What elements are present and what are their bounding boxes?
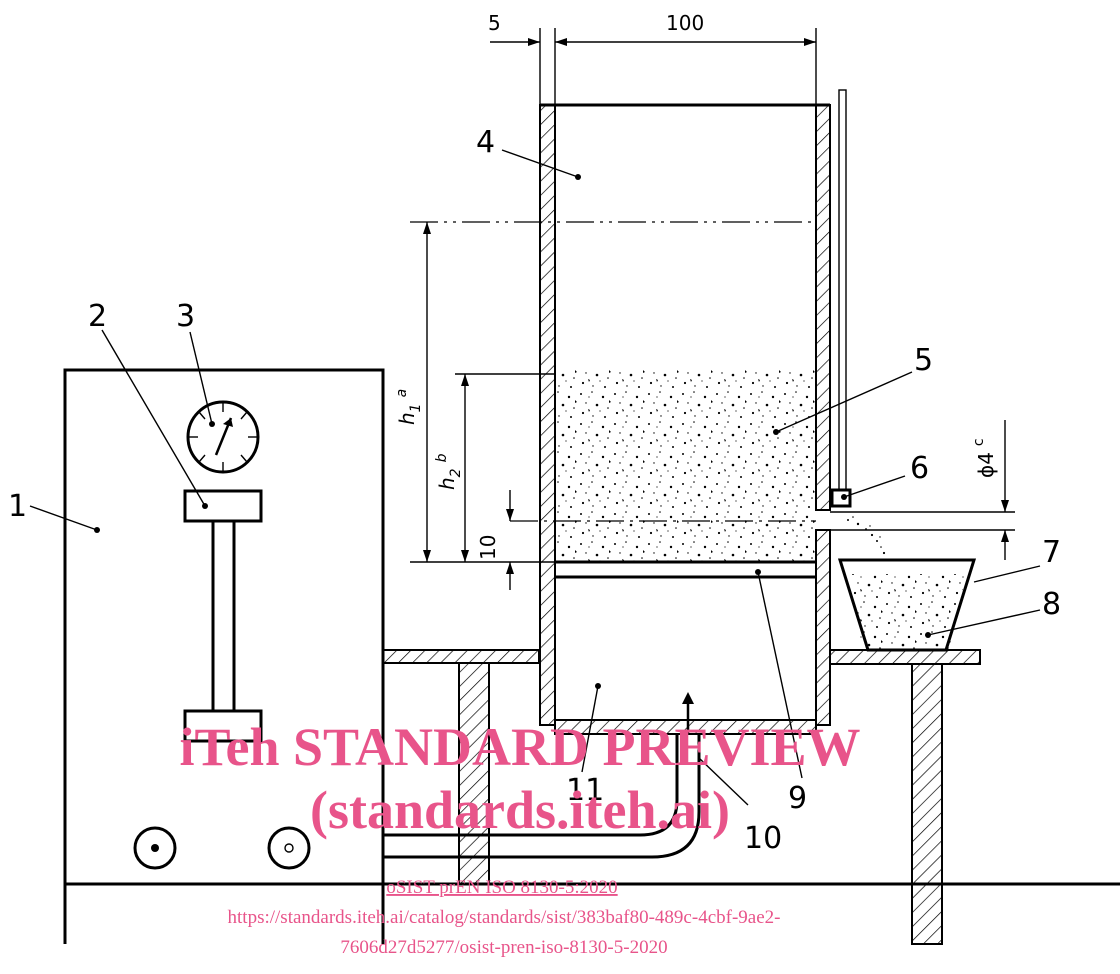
- air-inlet-pipe: [383, 692, 701, 859]
- measuring-scale: [830, 89, 852, 508]
- svg-text:h2b: h2b: [434, 453, 464, 490]
- dim-orifice-label: ϕ4c: [971, 438, 998, 478]
- watermark-url-1[interactable]: https://standards.iteh.ai/catalog/standa…: [228, 907, 781, 928]
- callout-5: 5: [914, 343, 933, 378]
- dimension-lines: [410, 28, 1015, 590]
- callout-7: 7: [1042, 535, 1061, 570]
- callout-9: 9: [788, 781, 807, 816]
- porous-plate: [555, 560, 816, 579]
- watermark-url-2[interactable]: 7606d27d5277/osist-pren-iso-8130-5-2020: [340, 937, 667, 958]
- control-knob-left: [133, 826, 177, 870]
- dim-width-label: 100: [666, 11, 704, 35]
- fluidizing-tube: [539, 103, 831, 735]
- left-support-table: [382, 649, 540, 885]
- leader-lines: [29, 149, 1041, 806]
- dim-bottom-label: 10: [476, 535, 500, 560]
- svg-text:10: 10: [476, 535, 500, 560]
- collecting-cup: [837, 558, 977, 652]
- watermark-subtitle: (standards.iteh.ai): [310, 780, 730, 840]
- svg-text:ϕ4c: ϕ4c: [971, 438, 998, 478]
- watermark-title: iTeh STANDARD PREVIEW: [179, 717, 860, 777]
- callout-11: 11: [566, 773, 604, 808]
- dim-wall-label: 5: [488, 11, 501, 35]
- callout-3: 3: [176, 299, 195, 334]
- watermark-doc-ref[interactable]: oSIST prEN ISO 8130-5:2020: [386, 877, 617, 898]
- callout-4: 4: [476, 125, 495, 160]
- svg-text:h1a: h1a: [394, 389, 424, 425]
- dim-h2-label: h2b: [434, 453, 464, 490]
- callout-10: 10: [744, 821, 782, 856]
- pressure-gauge: [186, 400, 260, 474]
- callout-2: 2: [88, 299, 107, 334]
- callout-8: 8: [1042, 587, 1061, 622]
- callout-6: 6: [910, 451, 929, 486]
- flowmeter: [183, 489, 263, 743]
- powder-bed: [555, 370, 816, 562]
- control-knob-right: [267, 826, 311, 870]
- powder-stream: [847, 516, 886, 555]
- callout-1: 1: [8, 489, 27, 524]
- right-support-table: [829, 649, 981, 945]
- dim-h1-label: h1a: [394, 389, 424, 425]
